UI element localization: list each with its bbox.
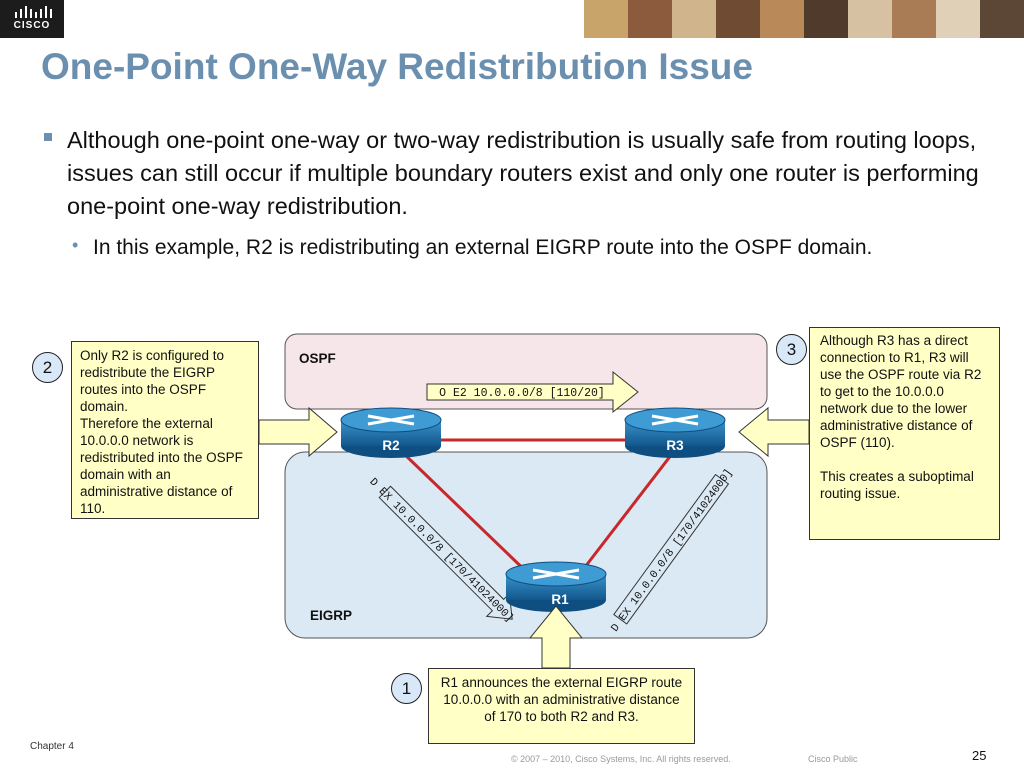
header-photo-strip (584, 0, 1024, 38)
header-photo (760, 0, 804, 38)
slide-title: One-Point One-Way Redistribution Issue (41, 46, 753, 87)
router-r3-label: R3 (666, 438, 684, 453)
note-text: Although R3 has a direct connection to R… (820, 333, 982, 450)
router-arrows-icon (532, 568, 580, 580)
router-r2: R2 (340, 407, 442, 458)
header-photo (628, 0, 672, 38)
badge-1: 1 (391, 673, 422, 704)
footer-copyright: © 2007 – 2010, Cisco Systems, Inc. All r… (511, 754, 731, 764)
callout-arrow-r1 (528, 605, 584, 669)
cisco-logo: CISCO (0, 0, 64, 38)
header-photo (716, 0, 760, 38)
ospf-label: OSPF (299, 351, 336, 366)
bullet-main: Although one-point one-way or two-way re… (67, 127, 979, 219)
link-r3-r1 (573, 449, 677, 581)
footer-classification: Cisco Public (808, 754, 858, 764)
router-r1: R1 (505, 561, 607, 612)
note-text: Therefore the external 10.0.0.0 network … (80, 416, 243, 516)
bullet-square-icon (44, 133, 52, 141)
ospf-area (284, 333, 768, 410)
header-photo (892, 0, 936, 38)
note-r3: Although R3 has a direct connection to R… (809, 327, 1000, 540)
note-text: Only R2 is configured to redistribute th… (80, 348, 225, 414)
router-r2-label: R2 (382, 438, 399, 453)
note-r1: R1 announces the external EIGRP route 10… (428, 668, 695, 744)
header-photo (584, 0, 628, 38)
link-r2-r1 (398, 448, 537, 582)
callout-arrow-r3 (738, 406, 810, 458)
right-route-arrow (613, 473, 730, 625)
badge-3: 3 (776, 334, 807, 365)
footer-chapter: Chapter 4 (30, 741, 74, 752)
note-text: R1 announces the external EIGRP route 10… (440, 675, 683, 724)
header-photo (804, 0, 848, 38)
header-photo (980, 0, 1024, 38)
ospf-route-arrow (426, 370, 639, 414)
cisco-bars-icon (15, 6, 52, 18)
note-text: This creates a suboptimal routing issue. (820, 469, 974, 501)
left-route-arrow (378, 485, 513, 620)
header-photo (936, 0, 980, 38)
eigrp-label: EIGRP (310, 608, 352, 623)
router-r1-label: R1 (551, 592, 569, 607)
header-photo (672, 0, 716, 38)
note-r2: Only R2 is configured to redistribute th… (71, 341, 259, 519)
router-arrows-icon (367, 414, 415, 426)
badge-2: 2 (32, 352, 63, 383)
bullet-sub: In this example, R2 is redistributing an… (93, 236, 873, 259)
cisco-logo-text: CISCO (13, 20, 51, 31)
eigrp-area (284, 451, 768, 639)
header-photo (848, 0, 892, 38)
router-r3: R3 (624, 407, 726, 458)
router-arrows-icon (651, 414, 699, 426)
ospf-route-label: O E2 10.0.0.0/8 [110/20] (439, 387, 605, 400)
bullet-dot-icon: • (72, 235, 79, 255)
page-number: 25 (972, 748, 987, 763)
header-bar: CISCO (0, 0, 1024, 38)
callout-arrow-r2 (258, 406, 338, 458)
